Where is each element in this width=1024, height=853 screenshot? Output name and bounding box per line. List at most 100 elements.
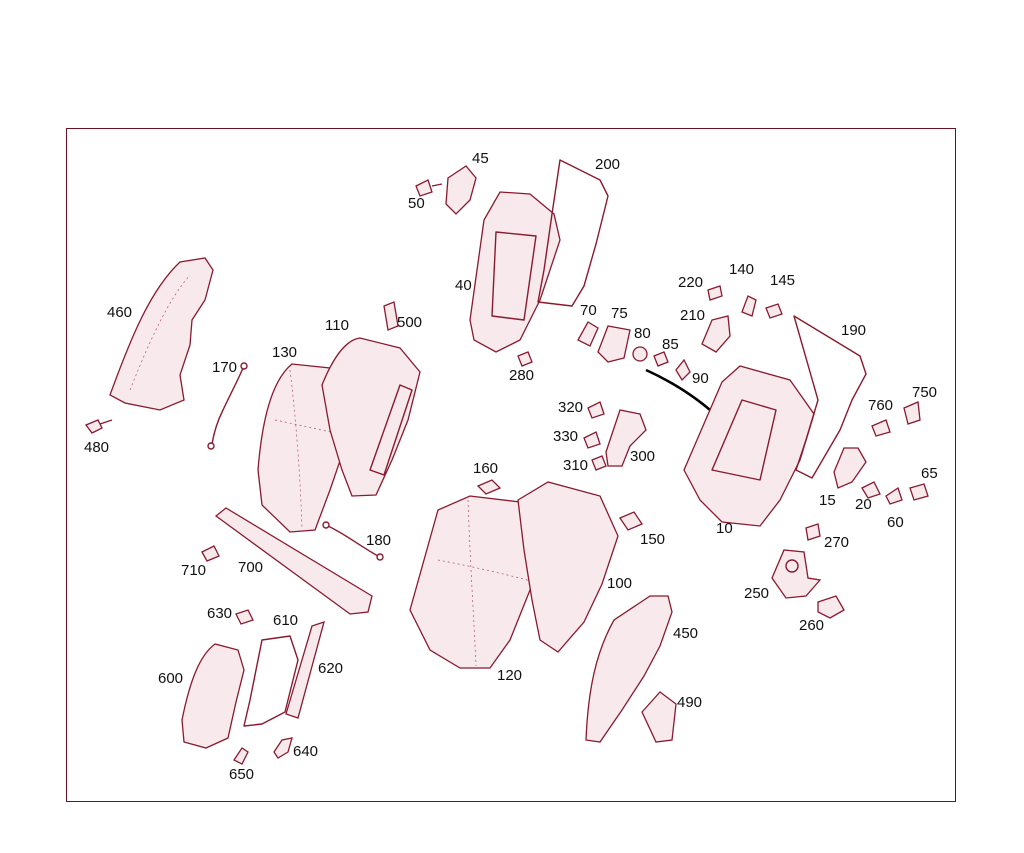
callout-160: 160 xyxy=(473,460,499,477)
callout-330: 330 xyxy=(553,428,579,445)
callout-210: 210 xyxy=(680,307,706,324)
callout-10: 10 xyxy=(716,520,733,537)
hinge-15 xyxy=(833,447,867,489)
callout-145: 145 xyxy=(770,272,796,289)
callout-280: 280 xyxy=(509,367,535,384)
plug-280 xyxy=(517,351,533,367)
callout-150: 150 xyxy=(640,531,666,548)
clip-60 xyxy=(885,486,903,505)
side-trim-panel-460 xyxy=(109,257,214,411)
callout-320: 320 xyxy=(558,399,584,416)
clip-650 xyxy=(233,747,249,765)
screw-145 xyxy=(765,303,783,319)
callout-760: 760 xyxy=(868,397,894,414)
callout-65: 65 xyxy=(921,465,938,482)
callout-40: 40 xyxy=(455,277,472,294)
callout-90: 90 xyxy=(692,370,709,387)
callout-120: 120 xyxy=(497,667,523,684)
callout-15: 15 xyxy=(819,492,836,509)
cap-220 xyxy=(707,285,723,301)
screw-85 xyxy=(653,351,669,367)
callout-20: 20 xyxy=(855,496,872,513)
callout-220: 220 xyxy=(678,274,704,291)
bolt-320 xyxy=(587,401,605,419)
seat-frame-100 xyxy=(517,481,619,653)
callout-80: 80 xyxy=(634,325,651,342)
clip-150 xyxy=(619,511,643,531)
callout-480: 480 xyxy=(84,439,110,456)
callout-610: 610 xyxy=(273,612,299,629)
bracket-610 xyxy=(243,635,299,727)
callout-490: 490 xyxy=(677,694,703,711)
backrest-frame-10 xyxy=(683,365,815,527)
screw-630 xyxy=(235,609,254,625)
screw-270 xyxy=(805,523,821,541)
clip-640 xyxy=(273,737,293,759)
screw-480 xyxy=(84,419,113,434)
callout-180: 180 xyxy=(366,532,392,549)
rail-700 xyxy=(214,507,373,615)
callout-110: 110 xyxy=(325,317,349,334)
callout-70: 70 xyxy=(580,302,597,319)
washer-80 xyxy=(632,346,648,362)
clip-750 xyxy=(903,401,921,425)
side-trim-panel-450 xyxy=(585,595,673,743)
callout-170: 170 xyxy=(212,359,238,376)
cover-75 xyxy=(597,325,631,363)
callout-450: 450 xyxy=(673,625,699,642)
cap-160 xyxy=(476,479,502,495)
callout-650: 650 xyxy=(229,766,255,783)
callout-640: 640 xyxy=(293,743,319,760)
callout-500: 500 xyxy=(397,314,423,331)
callout-75: 75 xyxy=(611,305,628,322)
bolt-50 xyxy=(415,179,443,197)
callout-270: 270 xyxy=(824,534,850,551)
callout-200: 200 xyxy=(595,156,621,173)
armrest-600 xyxy=(181,643,245,749)
latch-70 xyxy=(577,321,599,347)
callout-190: 190 xyxy=(841,322,867,339)
bolt-330 xyxy=(583,431,601,449)
seat-frame-40 xyxy=(469,191,561,353)
bracket-300 xyxy=(605,409,647,467)
clip-90 xyxy=(675,358,691,382)
panel-190 xyxy=(793,315,867,479)
bolt-260 xyxy=(817,595,845,619)
panel-200 xyxy=(537,159,609,307)
callout-45: 45 xyxy=(472,150,489,167)
bracket-490 xyxy=(641,691,677,743)
callout-140: 140 xyxy=(729,261,755,278)
callout-750: 750 xyxy=(912,384,938,401)
backrest-frame-110 xyxy=(321,337,421,497)
callout-85: 85 xyxy=(662,336,679,353)
callout-310: 310 xyxy=(563,457,589,474)
nut-310 xyxy=(591,455,607,471)
callout-630: 630 xyxy=(207,605,233,622)
screw-760 xyxy=(871,419,891,437)
hinge-45 xyxy=(445,165,477,215)
diagram-frame xyxy=(66,128,956,802)
callout-600: 600 xyxy=(158,670,184,687)
latch-210 xyxy=(701,315,731,353)
callout-620: 620 xyxy=(318,660,344,677)
callout-130: 130 xyxy=(272,344,298,361)
bolt-500 xyxy=(383,301,399,331)
callout-250: 250 xyxy=(744,585,770,602)
callout-50: 50 xyxy=(408,195,425,212)
callout-260: 260 xyxy=(799,617,825,634)
callout-710: 710 xyxy=(181,562,207,579)
callout-700: 700 xyxy=(238,559,264,576)
callout-460: 460 xyxy=(107,304,133,321)
callout-100: 100 xyxy=(607,575,633,592)
screw-65 xyxy=(909,483,929,501)
bracket-250 xyxy=(771,549,822,599)
callout-300: 300 xyxy=(630,448,656,465)
bolt-20 xyxy=(861,481,881,499)
cable-180 xyxy=(327,525,379,557)
rail-620 xyxy=(285,621,325,719)
cable-170 xyxy=(211,367,244,445)
callout-60: 60 xyxy=(887,514,904,531)
clip-710 xyxy=(201,545,220,562)
hook-140 xyxy=(741,295,757,317)
